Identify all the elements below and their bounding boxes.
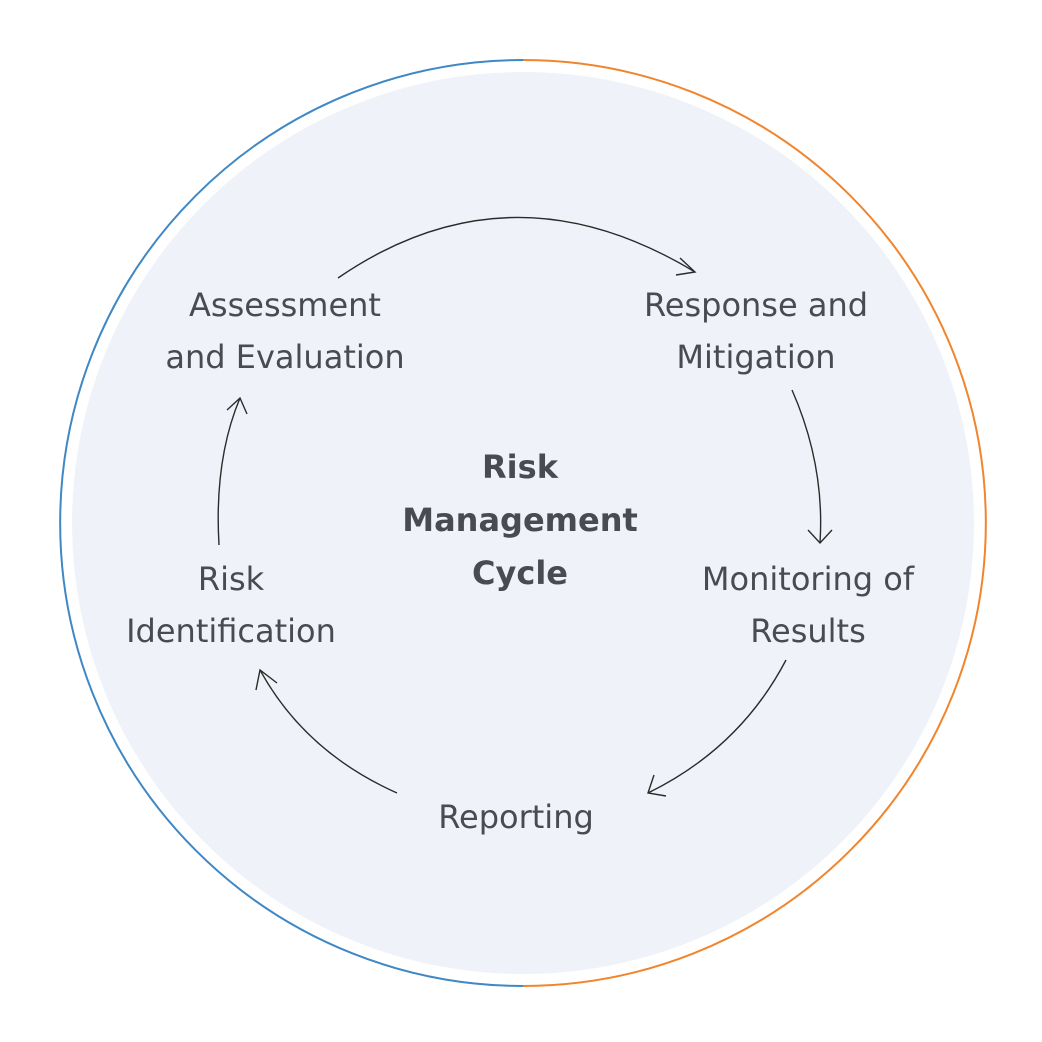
arrow-monitoring-to-reporting bbox=[647, 659, 787, 797]
outer-ring-left-arc bbox=[59, 59, 524, 987]
step-monitoring-line-1: Monitoring of bbox=[702, 560, 915, 598]
center-title-line-1: Risk bbox=[482, 448, 559, 486]
center-title-line-2: Management bbox=[402, 501, 638, 539]
step-response-line-2: Mitigation bbox=[676, 338, 835, 376]
step-identification-line-2: Identification bbox=[126, 612, 336, 650]
step-assessment-line-2: and Evaluation bbox=[165, 338, 404, 376]
step-identification-line-1: Risk bbox=[198, 560, 265, 598]
step-response-line-1: Response and bbox=[644, 286, 868, 324]
arrow-reporting-to-identification bbox=[255, 668, 398, 794]
step-assessment-line-1: Assessment bbox=[189, 286, 381, 324]
step-monitoring-line-2: Results bbox=[750, 612, 866, 650]
background-circle bbox=[72, 72, 974, 974]
center-title-line-3: Cycle bbox=[472, 554, 568, 592]
arrow-identification-to-assessment bbox=[217, 396, 248, 546]
step-reporting-line-1: Reporting bbox=[438, 798, 594, 836]
arrow-response-to-monitoring bbox=[791, 389, 833, 545]
outer-ring-right-arc bbox=[522, 59, 987, 987]
arrow-assessment-to-response bbox=[337, 216, 697, 279]
